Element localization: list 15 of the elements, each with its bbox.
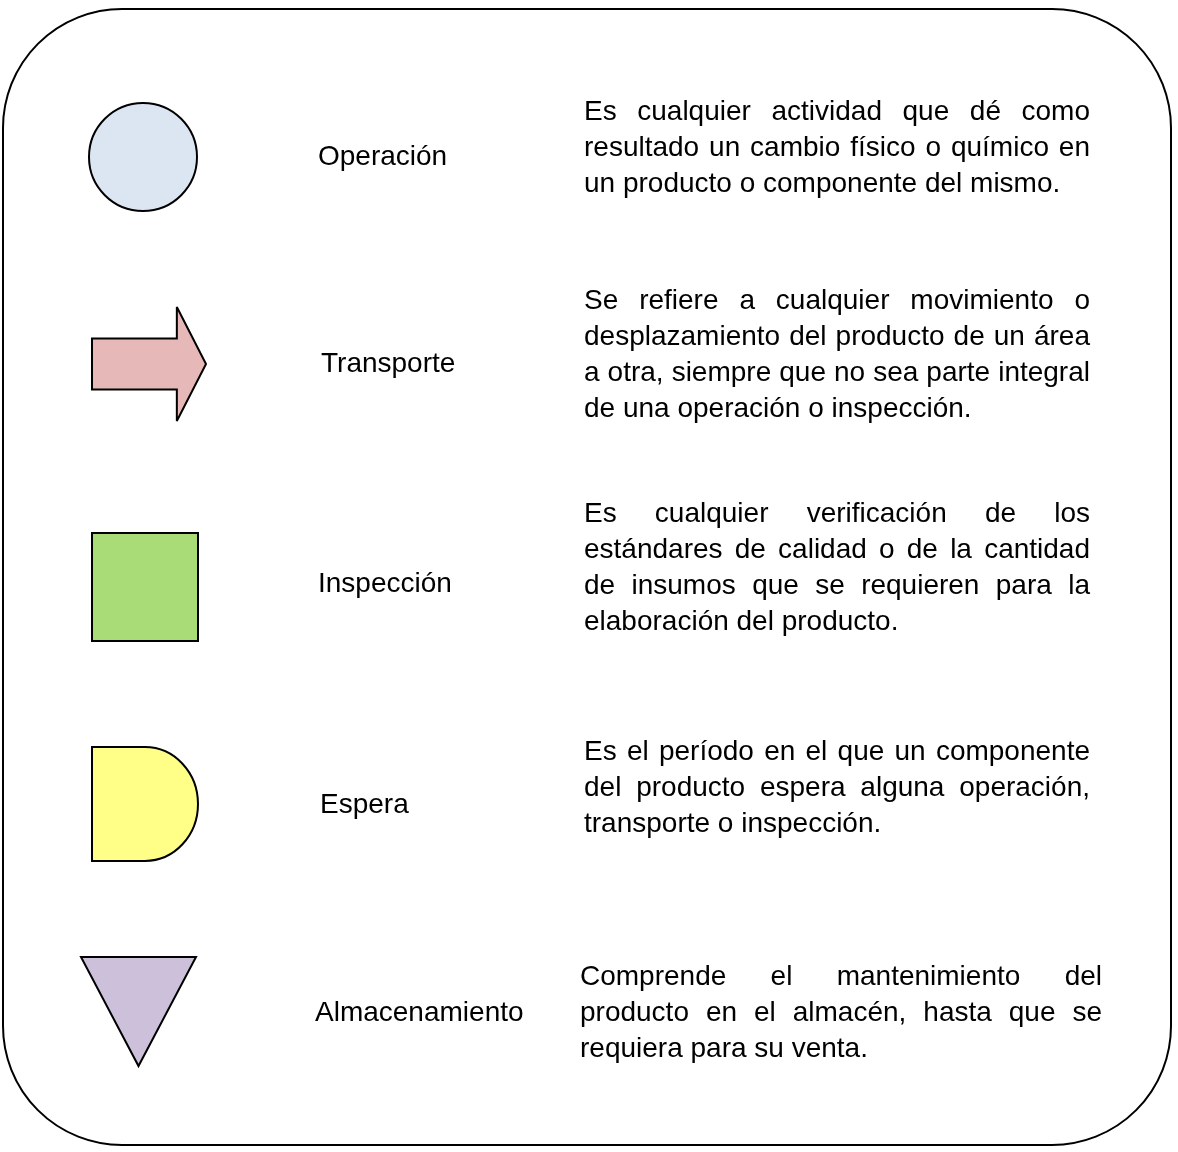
description-text: Es cualquier actividad que dé como resultado un cambio físico o químico en un producto o componente del mismo. bbox=[584, 94, 1090, 200]
inverted-triangle-symbol bbox=[80, 956, 197, 1067]
d-shape-symbol bbox=[91, 746, 199, 862]
description-text: Se refiere a cualquier movimiento o desplazamiento del producto de un área a otra, siempre que no sea parte integral de una operación o inspección. bbox=[584, 283, 1090, 425]
legend-label: Inspección bbox=[318, 567, 452, 599]
description-text: Es el período en el que un componente del producto espera alguna operación, transporte o inspección. bbox=[584, 734, 1090, 840]
block-arrow-symbol bbox=[91, 306, 207, 422]
description-text: Comprende el mantenimiento del producto en el almacén, hasta que se requiera para su venta. bbox=[580, 959, 1102, 1065]
legend-label: Transporte bbox=[321, 347, 456, 379]
description-text: Es cualquier verificación de los estándares de calidad o de la cantidad de insumos que se requieren para la elaboración del producto. bbox=[584, 496, 1090, 638]
legend-label: Espera bbox=[320, 788, 409, 820]
circle-symbol bbox=[88, 102, 198, 212]
legend-label: Almacenamiento bbox=[315, 996, 524, 1028]
square-symbol bbox=[91, 532, 199, 642]
legend-label: Operación bbox=[318, 140, 448, 172]
